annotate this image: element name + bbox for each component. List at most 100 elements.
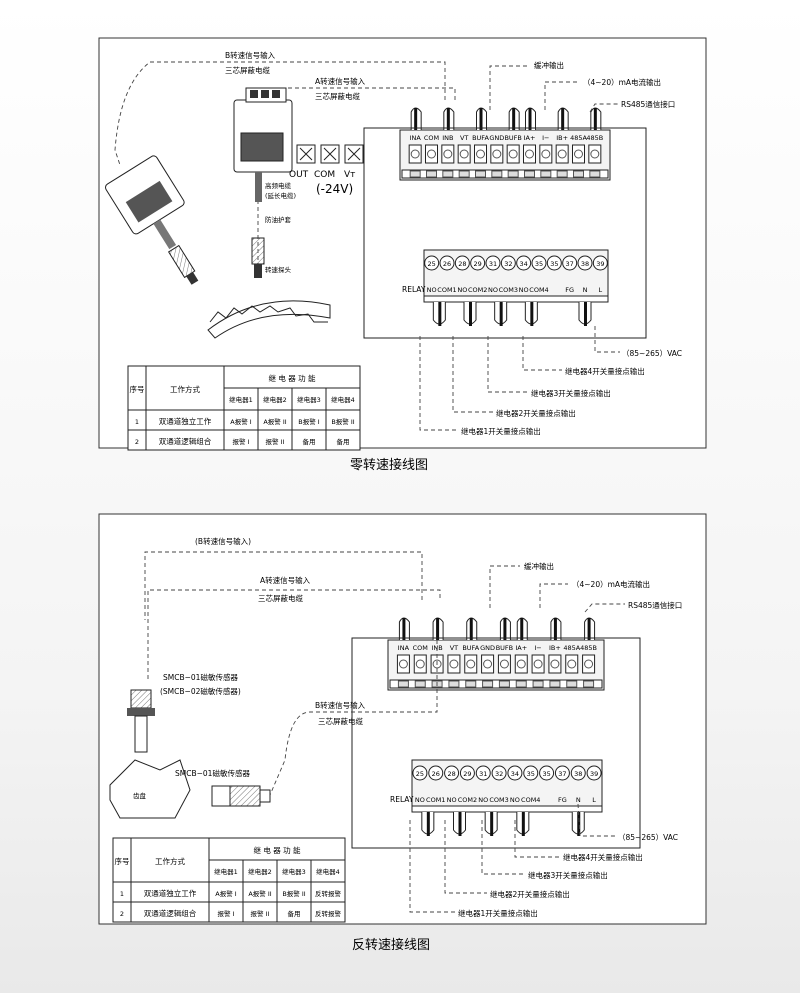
relay-number-badge [444,765,460,781]
relay-number-badge [412,765,428,781]
table-header-function: 继 电 器 功 能 [268,373,316,383]
relay1-label: 继电器1开关量接点输出 [461,426,541,436]
module-voltage: (-24V) [316,182,353,196]
table-header-mode: 工作方式 [170,384,200,394]
terminal-slot [566,680,578,688]
terminal-label: COM [413,644,428,652]
b2-cable-label: 三芯屏蔽电缆 [318,716,363,726]
relay-terminal-label: L [592,796,596,804]
terminal-slot [426,170,437,178]
relay-number: 32 [504,260,512,268]
b-signal-label: (B转速信号输入) [195,536,251,546]
relay-number-badge [539,765,555,781]
relay-terminal-label: COM2 [468,286,487,294]
b-signal-label: B转速信号输入 [225,50,276,60]
relay-number-badge [475,765,491,781]
table-cell: 反转报警 [315,889,342,898]
table-cell: 报警 II [266,437,285,446]
screw-head [541,149,551,159]
table-frame [112,837,346,923]
terminal-label: VT [450,644,458,652]
terminal-label: IA+ [515,644,527,652]
relay-number-badge [424,255,440,271]
relay-terminal-label: COM3 [489,796,508,804]
terminal-label: BUFB [504,134,521,142]
table-cell: 1 [120,890,124,898]
relay-number: 25 [428,260,436,268]
relay-number: 31 [489,260,497,268]
screw-head [525,149,534,159]
table-cell: 报警 II [251,909,270,918]
relay-base [411,805,603,813]
terminal-slot [540,170,552,178]
relay1-label: 继电器1开关量接点输出 [458,908,538,918]
terminal-slot [414,680,426,688]
terminal-slot [442,170,454,178]
probe-label: 转速探头 [265,265,292,274]
relay-number-badge [523,765,539,781]
screw-head [550,659,560,669]
terminal-slot [475,170,486,178]
terminal-label: I− [534,644,541,652]
relay-number: 29 [463,770,471,778]
table-header-seq: 序号 [130,384,145,394]
relay-cable-core [530,302,534,326]
screw-head [557,149,567,159]
signal-callouts [144,551,625,913]
table-cell: 备用 [303,437,316,446]
relay-number: 38 [574,770,582,778]
terminal-label: 485B [586,134,603,142]
module-terminals [296,144,364,164]
table-cell: 2 [120,910,124,918]
sensor2-label: SMCB−01磁敏传感器 [175,768,250,778]
terminal-label: GND [480,644,495,652]
sensor1-alt-label: (SMCB−02磁敏传感器) [160,686,241,696]
caption-zero-speed: 零转速接线图 [350,457,428,473]
relay-terminal-label: NO [488,286,498,294]
terminal-label: INB [442,134,453,142]
sensor-smcb01-horizontal [211,785,271,807]
relay-number: 28 [447,770,455,778]
table-header-function: 继 电 器 功 能 [253,845,301,855]
relay-terminal-label: NO [519,286,529,294]
terminal-slot [397,680,409,688]
relay-number-badge [470,255,486,271]
screw-head [492,149,502,159]
relay-number: 34 [520,260,528,268]
b2-signal-label: B转速信号输入 [315,700,366,710]
relay-number-badge [439,255,455,271]
relay-terminal-label: COM2 [458,796,477,804]
relay-number: 39 [596,260,604,268]
cable-core [587,618,591,640]
cable-core [520,618,524,640]
relay-terminal-label: FG [565,286,574,294]
relay-number-badge [485,255,501,271]
table-relay-header: 继电器3 [282,867,306,876]
cable-core [561,108,565,130]
terminal-slot [524,170,535,178]
relay-cable-core [521,812,525,836]
terminal-label: GND [489,134,504,142]
hf-cable-note: (延长电缆) [265,191,296,200]
gear-segment [207,300,331,339]
relay-number-badge [491,765,507,781]
module-vt-label: Vт [344,170,355,180]
relay-terminal-label: NO [510,796,520,804]
terminal-label: VT [460,134,468,142]
table-cell: 双通道独立工作 [144,888,197,898]
table-cell: 双通道逻辑组合 [159,436,212,446]
relay-number: 25 [416,770,424,778]
terminal-label: 485B [580,644,597,652]
screw-head [508,149,518,159]
relay-number: 35 [542,770,550,778]
terminal-label: INA [410,134,422,142]
relay-title: RELAY [402,285,426,294]
relay-number: 38 [581,260,589,268]
relay-terminal-label: COM4 [521,796,540,804]
cable-core [503,618,507,640]
terminal-label: BUFA [462,644,479,652]
relay-number-badge [507,765,523,781]
